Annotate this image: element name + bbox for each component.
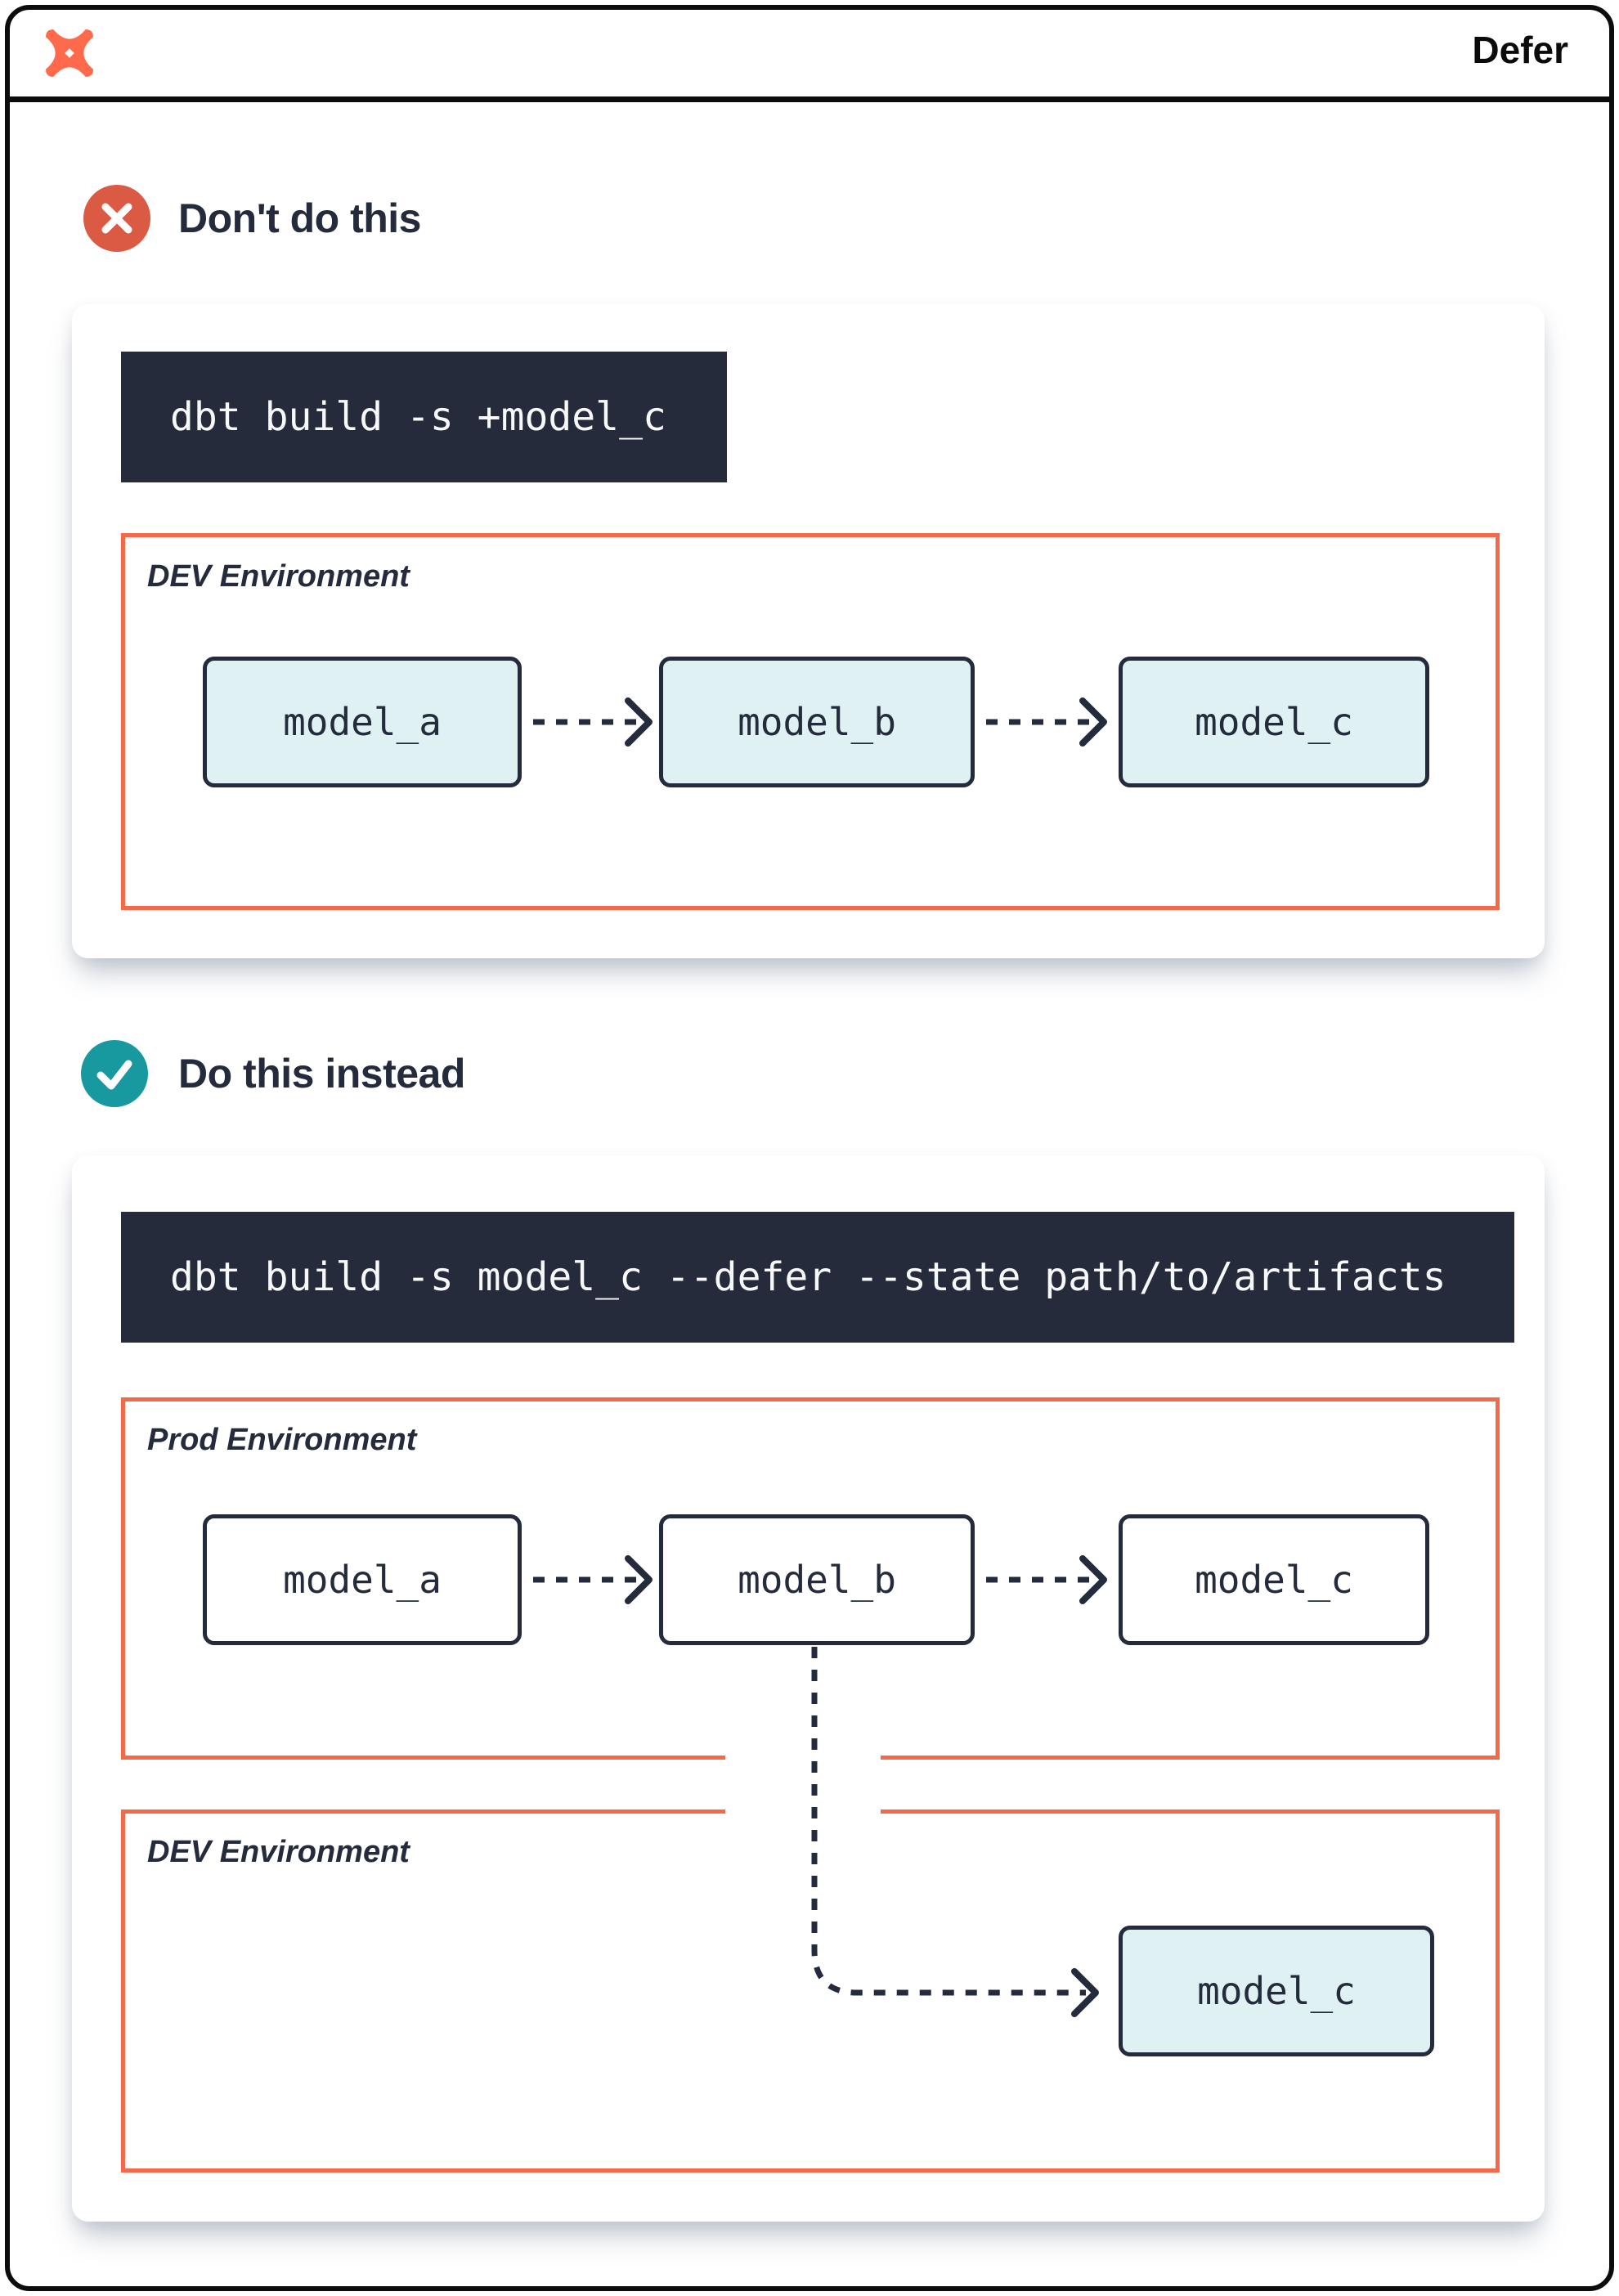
prod-model-box-c: model_c xyxy=(1119,1514,1429,1645)
prod-environment-label: Prod Environment xyxy=(147,1423,417,1457)
prod-environment-box xyxy=(121,1397,1500,1760)
prod-border-segment-right xyxy=(881,1756,1500,1760)
prod-model-box-a: model_a xyxy=(203,1514,522,1645)
do-heading: Do this instead xyxy=(178,1051,465,1096)
prod-model-box-b: model_b xyxy=(659,1514,975,1645)
success-badge xyxy=(81,1040,148,1107)
dont-heading: Don't do this xyxy=(178,195,422,241)
dont-code-block: dbt build -s +model_c xyxy=(121,352,727,482)
dont-dev-environment-label: DEV Environment xyxy=(147,559,410,594)
prod-border-segment-left xyxy=(121,1756,725,1760)
page-title: Defer xyxy=(1472,29,1568,71)
error-badge xyxy=(83,185,150,252)
dev-border-segment-right xyxy=(881,1809,1500,1814)
do-dev-environment-box xyxy=(121,1809,1500,2173)
deferred-model-box-c: model_c xyxy=(1119,1926,1434,2056)
dev-border-segment-left xyxy=(121,1809,725,1814)
dont-command-text: dbt build -s +model_c xyxy=(170,394,666,440)
x-icon xyxy=(101,203,132,234)
dont-dev-environment-box xyxy=(121,533,1500,910)
model-box-c: model_c xyxy=(1119,657,1429,787)
check-icon xyxy=(96,1060,132,1090)
header-divider xyxy=(8,96,1611,102)
do-dev-environment-label: DEV Environment xyxy=(147,1835,410,1869)
model-box-b: model_b xyxy=(659,657,975,787)
do-command-text: dbt build -s model_c --defer --state pat… xyxy=(170,1254,1446,1300)
model-box-a: model_a xyxy=(203,657,522,787)
do-code-block: dbt build -s model_c --defer --state pat… xyxy=(121,1212,1514,1343)
dbt-logo-icon xyxy=(46,29,93,77)
